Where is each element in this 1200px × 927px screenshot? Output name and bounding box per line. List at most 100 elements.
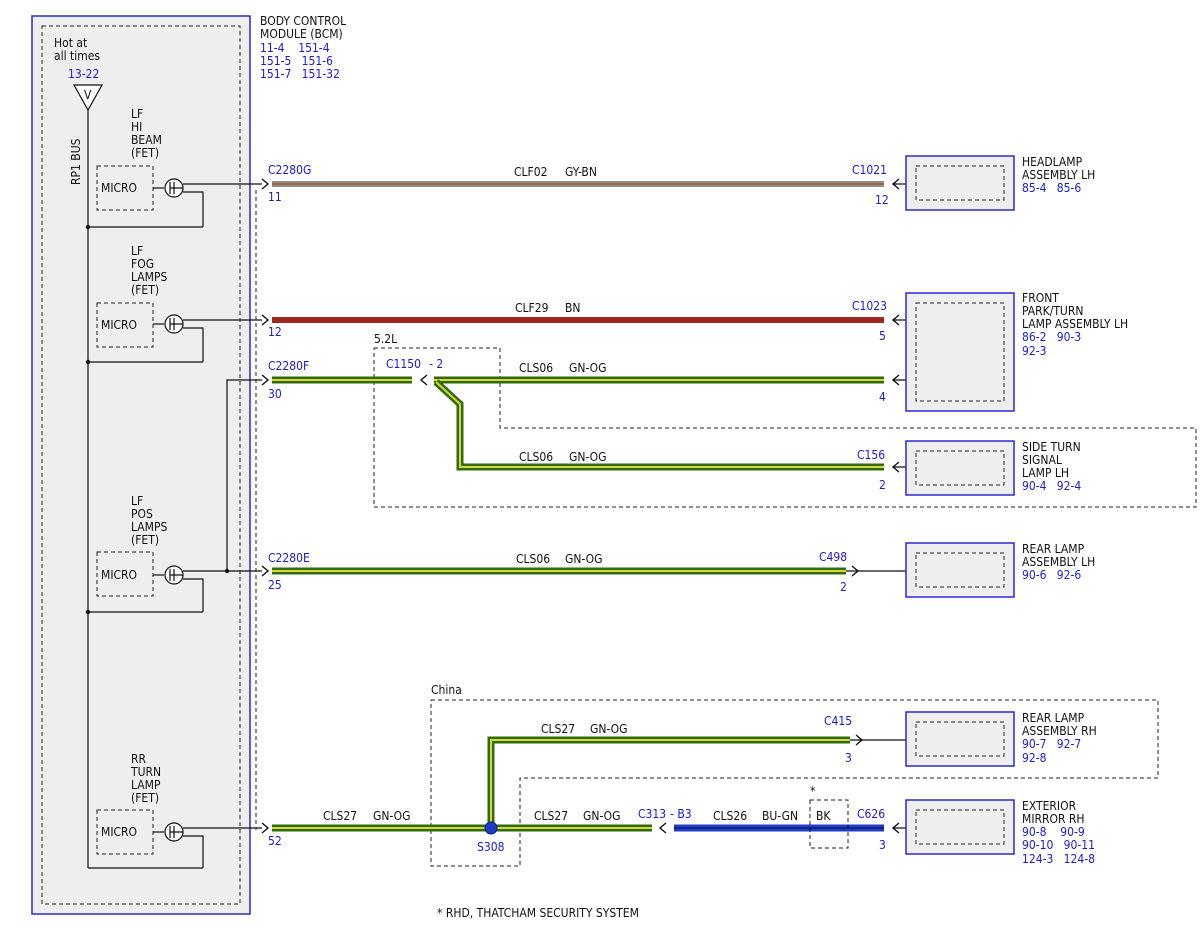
connector-chevron-icon: [261, 374, 270, 386]
fet4-line1: RR: [131, 752, 147, 766]
cls27-label-1: CLS27: [323, 809, 357, 823]
front-park-refs1: 86-2 90-3: [1022, 330, 1081, 344]
fet3-to-c2280f-line: [226, 379, 262, 571]
rear-rh-refs2: 92-8: [1022, 751, 1047, 765]
engine-option-label: 5.2L: [374, 332, 397, 346]
bus-label: RP1 BUS: [69, 138, 83, 185]
fet3-line1: LF: [131, 494, 143, 508]
fet2-supply-line: [183, 327, 204, 362]
splice-s308-icon: [484, 821, 498, 835]
bk-label: BK: [816, 809, 831, 823]
clf29-label: CLF29: [515, 301, 549, 315]
wire-cls27-rear-rh-tracer: [490, 739, 850, 828]
bcm-pin-12: 12: [268, 325, 282, 339]
micro-box-2: [96, 302, 154, 348]
micro-label-1: MICRO: [101, 181, 137, 195]
hot-at-label-1: Hot at: [54, 36, 87, 50]
micro-label-2: MICRO: [101, 318, 137, 332]
cls26-label: CLS26: [713, 809, 747, 823]
fet2-line4: (FET): [131, 283, 159, 297]
cls26-color: BU-GN: [762, 809, 798, 823]
cls06-label-3: CLS06: [516, 552, 550, 566]
bk-option-box: [809, 799, 849, 849]
bus-junction-dot: [85, 224, 91, 230]
rear-rh-line2: ASSEMBLY RH: [1022, 724, 1097, 738]
c2280f-label: C2280F: [268, 359, 309, 373]
connector-chevron-icon: [261, 314, 270, 326]
connector-chevron-icon: [658, 822, 667, 834]
fet4-line3: LAMP: [131, 778, 161, 792]
market-option-label: China: [431, 683, 462, 697]
c2280g-pin: 11: [268, 190, 282, 204]
bus-junction-dot: [85, 359, 91, 365]
bus-junction-dot: [85, 609, 91, 615]
fet3-line2: POS: [131, 507, 153, 521]
cls06-label-2: CLS06: [519, 450, 553, 464]
c1150-label: C1150: [386, 357, 421, 371]
rear-lamp-rh-box: [905, 711, 1015, 767]
side-turn-line1: SIDE TURN: [1022, 440, 1081, 454]
cls06-color-2: GN-OG: [569, 450, 607, 464]
fet1-supply-line: [183, 191, 204, 227]
bk-asterisk: *: [810, 784, 816, 798]
c313-label: C313: [638, 807, 666, 821]
cls27-label-2: CLS27: [534, 809, 568, 823]
c2280g-label: C2280G: [268, 163, 311, 177]
cls06-color-1: GN-OG: [569, 361, 607, 375]
fet3-supply-line: [183, 578, 204, 612]
option-5-2l-box: [373, 347, 1197, 508]
fet2-line1: LF: [131, 244, 143, 258]
rear-lh-refs: 90-6 92-6: [1022, 568, 1081, 582]
c1021-label: C1021: [852, 163, 887, 177]
connector-chevron-icon: [261, 178, 270, 190]
exterior-mirror-rh-inner: [915, 809, 1005, 845]
headlamp-line1: HEADLAMP: [1022, 155, 1083, 169]
mirror-refs2: 90-10 90-11: [1022, 838, 1095, 852]
bcm-title-line2: MODULE (BCM): [260, 27, 343, 41]
micro-box-3: [96, 551, 154, 597]
fet1-line4: (FET): [131, 146, 159, 160]
bcm-title-line1: BODY CONTROL: [260, 14, 346, 28]
mirror-refs3: 124-3 124-8: [1022, 852, 1095, 866]
rear-lamp-rh-inner: [915, 721, 1005, 757]
wire-cls06-side-tracer: [435, 381, 884, 468]
transistor-symbol: [169, 826, 183, 838]
rear-lh-line2: ASSEMBLY LH: [1022, 555, 1095, 569]
rear-lamp-lh-box: [905, 542, 1015, 598]
clf29-color: BN: [565, 301, 580, 315]
fet1-line2: HI: [131, 120, 142, 134]
connector-chevron-icon: [261, 822, 270, 834]
c1023-pin4: 4: [879, 390, 886, 404]
front-park-turn-box: [905, 292, 1015, 412]
c1021-pin: 12: [875, 193, 889, 207]
c1023-pin5: 5: [879, 329, 886, 343]
c1150-pin: - 2: [429, 357, 443, 371]
hot-at-label-2: all times: [54, 49, 100, 63]
fet3-line3: LAMPS: [131, 520, 167, 534]
micro-label-4: MICRO: [101, 825, 137, 839]
rear-rh-line1: REAR LAMP: [1022, 711, 1085, 725]
wire-cls06-side: [433, 379, 884, 471]
c415-label: C415: [824, 714, 852, 728]
fet4-line2: TURN: [130, 765, 161, 779]
front-park-line3: LAMP ASSEMBLY LH: [1022, 317, 1128, 331]
connector-chevron-icon: [261, 565, 270, 577]
c156-pin: 2: [879, 478, 886, 492]
transistor-symbol: [169, 182, 183, 194]
side-turn-refs: 90-4 92-4: [1022, 479, 1081, 493]
c626-label: C626: [857, 807, 885, 821]
cls27-label-3: CLS27: [541, 722, 575, 736]
c626-pin: 3: [879, 838, 886, 852]
fuse-triangle-icon: [72, 84, 104, 112]
rear-lh-line1: REAR LAMP: [1022, 542, 1085, 556]
c2280e-pin: 25: [268, 578, 282, 592]
hot-ref: 13-22: [68, 67, 99, 81]
c1023-label: C1023: [852, 299, 887, 313]
bcm-inner-box: [41, 25, 241, 905]
fet4-line4: (FET): [131, 791, 159, 805]
bcm-refs-line2: 151-5 151-6: [260, 54, 333, 68]
rear-rh-refs1: 90-7 92-7: [1022, 737, 1081, 751]
cls06-label-1: CLS06: [519, 361, 553, 375]
side-turn-box: [905, 440, 1015, 496]
